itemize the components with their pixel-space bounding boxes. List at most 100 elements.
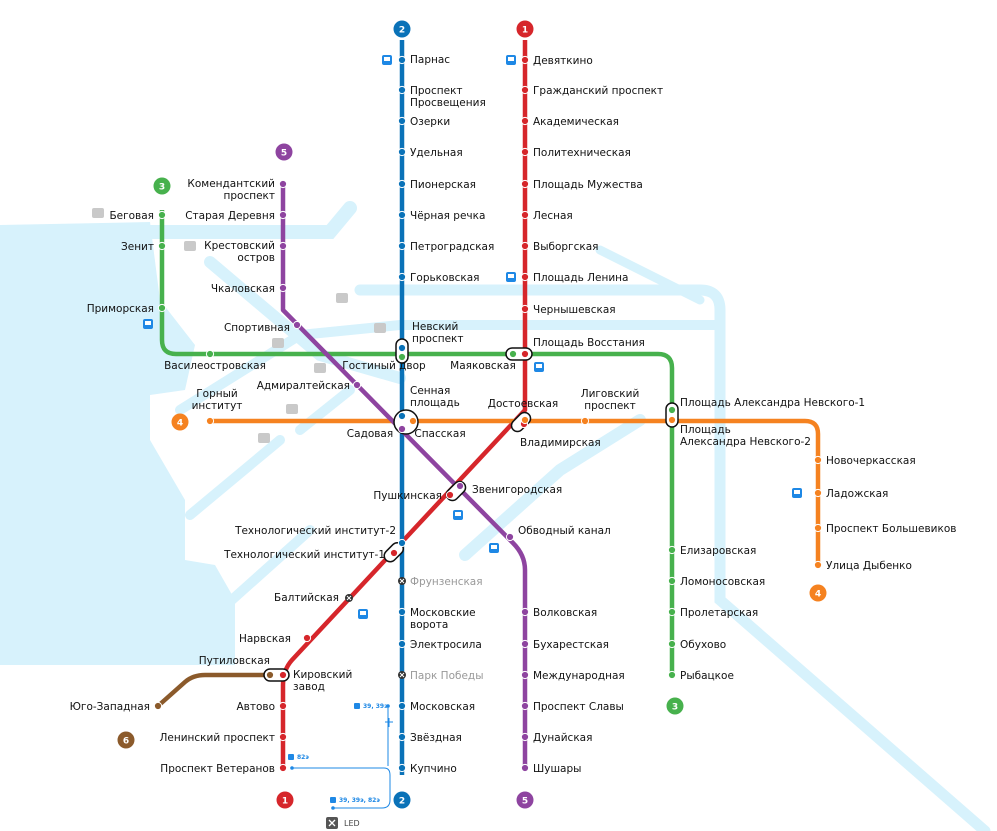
station[interactable]: Маяковская: [450, 349, 518, 372]
station-label[interactable]: Старая Деревня: [185, 210, 275, 222]
station-label[interactable]: Проспект Славы: [533, 701, 624, 713]
station-label[interactable]: Улица Дыбенко: [826, 560, 912, 572]
station[interactable]: Горьковская: [397, 272, 480, 284]
station[interactable]: Волковская: [520, 607, 597, 619]
station[interactable]: Василеостровская: [164, 349, 266, 372]
line-1-badge[interactable]: 1: [276, 791, 294, 809]
station-label[interactable]: Купчино: [410, 763, 457, 775]
station[interactable]: Петроградская: [397, 241, 494, 253]
station[interactable]: Выборгская: [520, 241, 598, 253]
station[interactable]: Парк Победы: [398, 670, 483, 682]
station-label[interactable]: Академическая: [533, 116, 619, 128]
station[interactable]: Ладожская: [813, 488, 888, 500]
station[interactable]: Шушары: [520, 763, 581, 775]
station[interactable]: Спортивная: [224, 320, 302, 334]
station[interactable]: Адмиралтейская: [257, 380, 362, 392]
station[interactable]: Гостиный двор: [342, 352, 426, 372]
station-label[interactable]: Садовая: [347, 428, 393, 440]
station-label[interactable]: Гражданский проспект: [533, 85, 663, 97]
station[interactable]: Спасская: [408, 416, 466, 440]
station[interactable]: Фрунзенская: [398, 576, 483, 588]
station[interactable]: Электросила: [397, 639, 482, 651]
station[interactable]: Гражданский проспект: [520, 85, 663, 97]
airport-label[interactable]: LED: [344, 819, 360, 828]
station-label[interactable]: Пушкинская: [373, 490, 442, 502]
station-label[interactable]: Чкаловская: [211, 283, 275, 295]
station-label[interactable]: Проспект Ветеранов: [160, 763, 275, 775]
station[interactable]: Путиловская: [199, 655, 275, 680]
station-label[interactable]: Озерки: [410, 116, 450, 128]
station-label[interactable]: Выборгская: [533, 241, 598, 253]
station-label[interactable]: Удельная: [410, 147, 463, 159]
station[interactable]: Садовая: [347, 424, 407, 440]
station-label[interactable]: Обухово: [680, 639, 726, 651]
station[interactable]: Дунайская: [520, 732, 592, 744]
station-label[interactable]: Международная: [533, 670, 625, 682]
station-label[interactable]: Дунайская: [533, 732, 592, 744]
station[interactable]: Звёздная: [397, 732, 462, 744]
station[interactable]: Площадь Восстания: [520, 337, 645, 359]
station[interactable]: Звенигородская: [455, 481, 562, 496]
station[interactable]: Елизаровская: [667, 545, 756, 557]
line-1-badge[interactable]: 1: [516, 20, 534, 38]
station[interactable]: Проспект Славы: [520, 701, 624, 713]
station-label[interactable]: Путиловская: [199, 655, 270, 667]
station[interactable]: Чкаловская: [211, 283, 288, 295]
station-label[interactable]: Звенигородская: [472, 484, 562, 496]
station-label[interactable]: Достоевская: [488, 398, 558, 410]
station[interactable]: Проспект Ветеранов: [160, 763, 288, 775]
station[interactable]: Новочеркасская: [813, 455, 916, 467]
station[interactable]: Балтийская: [274, 592, 353, 604]
line-5-badge[interactable]: 5: [516, 791, 534, 809]
station[interactable]: Удельная: [397, 147, 463, 159]
station-label[interactable]: Площадь Ленина: [533, 272, 628, 284]
station-label[interactable]: Площадь Восстания: [533, 337, 645, 349]
station[interactable]: Зенит: [121, 241, 167, 253]
station[interactable]: Девяткино: [520, 55, 593, 67]
line-2-badge[interactable]: 2: [393, 20, 411, 38]
station-label[interactable]: Ладожская: [826, 488, 888, 500]
line-4-badge[interactable]: 4: [809, 584, 827, 602]
station[interactable]: Старая Деревня: [185, 210, 288, 222]
station-label[interactable]: Маяковская: [450, 360, 516, 372]
station-label[interactable]: Бухарестская: [533, 639, 609, 651]
station[interactable]: Озерки: [397, 116, 450, 128]
station[interactable]: Чернышевская: [520, 304, 616, 316]
station-label[interactable]: Площадь Мужества: [533, 179, 643, 191]
station-label[interactable]: Ленинский проспект: [159, 732, 275, 744]
station-label[interactable]: Обводный канал: [518, 525, 611, 537]
station-label[interactable]: Беговая: [109, 210, 154, 222]
station-label[interactable]: Лесная: [533, 210, 573, 222]
station[interactable]: Московская: [397, 701, 475, 713]
station-label[interactable]: Проспект Большевиков: [826, 523, 956, 535]
station[interactable]: Международная: [520, 670, 625, 682]
station[interactable]: Лесная: [520, 210, 573, 222]
station-label[interactable]: Владимирская: [520, 437, 601, 449]
line-4-badge[interactable]: 4: [171, 413, 189, 431]
station-label[interactable]: Шушары: [533, 763, 581, 775]
station-label[interactable]: Новочеркасская: [826, 455, 916, 467]
station-label[interactable]: Елизаровская: [680, 545, 756, 557]
station-label[interactable]: Рыбацкое: [680, 670, 734, 682]
station-label[interactable]: Пролетарская: [680, 607, 758, 619]
station-label[interactable]: Зенит: [121, 241, 154, 253]
station-label[interactable]: Юго-Западная: [70, 701, 150, 713]
station[interactable]: Беговая: [109, 210, 167, 222]
station[interactable]: Приморская: [87, 303, 167, 315]
station[interactable]: Чёрная речка: [397, 210, 485, 222]
station-label[interactable]: Горьковская: [410, 272, 480, 284]
station[interactable]: Владимирская: [519, 419, 601, 449]
station[interactable]: Ломоносовская: [667, 576, 765, 588]
